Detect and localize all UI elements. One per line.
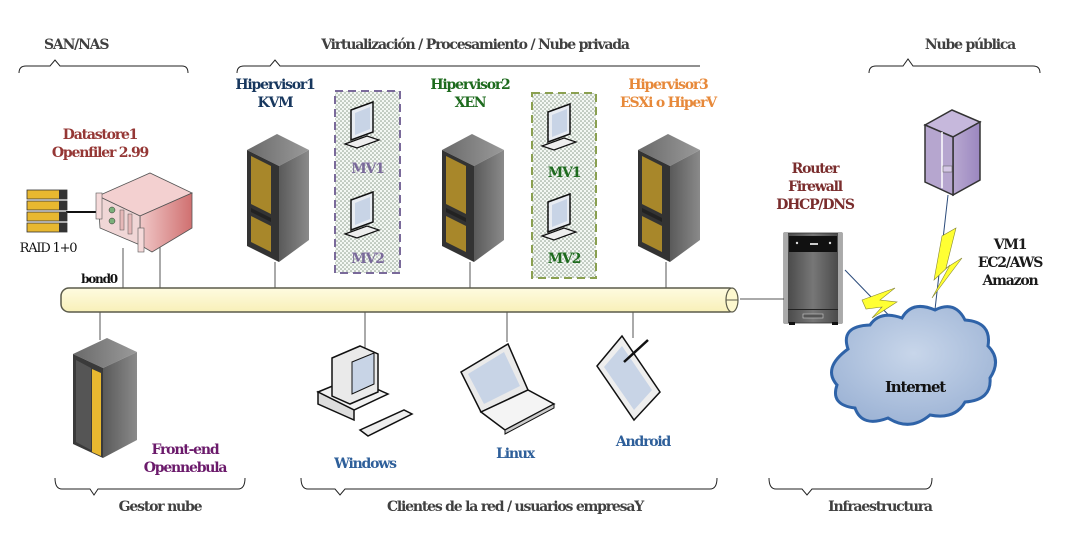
frontend-label: Front-end Opennebula bbox=[130, 441, 240, 477]
datastore-software: Openfiler 2.99 bbox=[51, 145, 149, 161]
hypervisor1-type: KVM bbox=[257, 95, 294, 111]
hypervisor2-type: XEN bbox=[454, 95, 487, 111]
public-vm-line-2: EC2/AWS bbox=[977, 255, 1043, 271]
network-bus bbox=[60, 287, 739, 313]
windows-desktop-icon bbox=[316, 345, 414, 437]
hypervisor3-rack-icon bbox=[638, 134, 700, 262]
router-line-3: DHCP/DNS bbox=[776, 197, 855, 213]
internet-label: Internet bbox=[884, 378, 946, 396]
public-vm-line-1: VM1 bbox=[993, 237, 1028, 253]
brace-public-cloud bbox=[868, 58, 1041, 74]
android-label: Android bbox=[615, 434, 671, 450]
bond-label: bond0 bbox=[81, 272, 118, 286]
hypervisor1-rack-icon bbox=[247, 134, 309, 262]
hypervisor3-label: Hipervisor3 ESXi o HiperV bbox=[608, 76, 728, 112]
brace-cloud-manager bbox=[54, 477, 246, 496]
frontend-line-2: Opennebula bbox=[143, 460, 228, 476]
vm-monitor-icon bbox=[343, 190, 381, 239]
datastore-label: Datastore1 Openfiler 2.99 bbox=[30, 126, 170, 162]
brace-clients bbox=[300, 477, 718, 496]
hypervisor2-name: Hipervisor2 bbox=[430, 77, 510, 93]
android-tablet-icon bbox=[596, 334, 661, 422]
brace-san bbox=[18, 59, 189, 74]
group-label-infrastructure: Infraestructura bbox=[828, 499, 933, 515]
hypervisor2-label: Hipervisor2 XEN bbox=[420, 76, 520, 112]
vm-group-2-vm1-label: MV1 bbox=[547, 165, 582, 181]
group-label-cloud-manager: Gestor nube bbox=[118, 499, 203, 515]
vm-monitor-icon bbox=[540, 102, 578, 151]
hypervisor2-rack-icon bbox=[442, 134, 504, 262]
internet-cloud-icon bbox=[830, 304, 997, 426]
brace-virtualization bbox=[236, 59, 700, 74]
router-tower-icon bbox=[783, 232, 843, 325]
linux-label: Linux bbox=[496, 446, 535, 462]
brace-infrastructure bbox=[768, 477, 933, 496]
vm-group-1-vm2-label: MV2 bbox=[351, 251, 385, 267]
connectors bbox=[99, 240, 785, 348]
nas-server-icon bbox=[95, 172, 193, 253]
datastore-name: Datastore1 bbox=[62, 127, 139, 143]
public-cloud-server-icon bbox=[923, 109, 982, 197]
vm-group-2-vm2-label: MV2 bbox=[547, 251, 582, 267]
group-label-clients: Clientes de la red / usuarios empresaY bbox=[386, 499, 644, 515]
hypervisor1-name: Hipervisor1 bbox=[235, 77, 315, 93]
hypervisor3-name: Hipervisor3 bbox=[628, 77, 708, 93]
vm-monitor-icon bbox=[540, 192, 578, 241]
raid-disks-icon bbox=[26, 189, 68, 233]
raid-label: RAID 1+0 bbox=[19, 241, 78, 256]
vm-monitor-icon bbox=[343, 100, 381, 149]
vm-group-1-box bbox=[334, 90, 401, 274]
router-label: Router Firewall DHCP/DNS bbox=[760, 160, 870, 214]
hypervisor1-label: Hipervisor1 KVM bbox=[225, 76, 325, 112]
router-line-2: Firewall bbox=[788, 179, 843, 195]
vm-group-1-vm1-label: MV1 bbox=[351, 161, 385, 177]
frontend-rack-icon bbox=[73, 338, 137, 458]
group-label-san: SAN/NAS bbox=[44, 37, 109, 53]
public-vm-line-3: Amazon bbox=[982, 273, 1038, 289]
hypervisor3-type: ESXi o HiperV bbox=[620, 95, 717, 111]
frontend-line-1: Front-end bbox=[151, 442, 220, 458]
public-vm-label: VM1 EC2/AWS Amazon bbox=[960, 236, 1060, 290]
group-label-virtualization: Virtualización / Procesamiento / Nube pr… bbox=[321, 37, 630, 53]
router-line-1: Router bbox=[791, 161, 840, 177]
linux-laptop-icon bbox=[460, 342, 556, 435]
windows-label: Windows bbox=[334, 456, 397, 472]
group-label-public-cloud: Nube pública bbox=[924, 37, 1016, 53]
